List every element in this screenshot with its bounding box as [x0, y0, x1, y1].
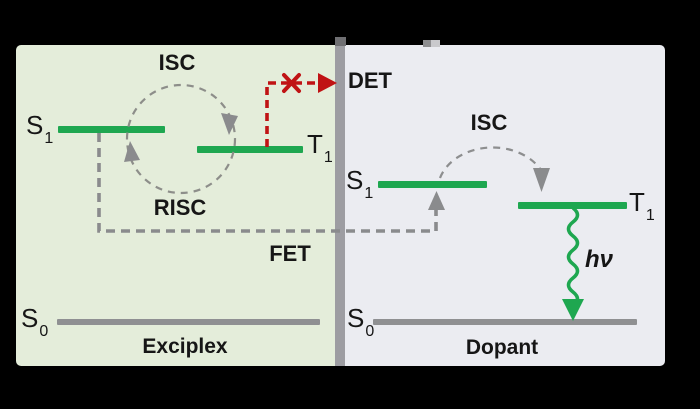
- isc-label-dopant: ISC: [470, 110, 508, 135]
- det-cross-icon: [282, 73, 301, 93]
- exciplex-s1-base: S: [26, 110, 44, 140]
- panel-divider: [335, 45, 345, 366]
- fet-arrowhead-icon: [428, 191, 445, 210]
- dopant-s0-level: [373, 319, 637, 325]
- dopant-t1-level: [518, 202, 627, 209]
- exciplex-s0-sub: 0: [39, 323, 49, 341]
- top-edge-artifact-light: [431, 40, 440, 47]
- exciplex-t1-sub: 1: [323, 149, 333, 167]
- dopant-isc-arrowhead-icon: [533, 168, 550, 192]
- exciplex-t1-base: T: [307, 129, 323, 159]
- photon-arrowhead-icon: [562, 299, 584, 321]
- dopant-s1-base: S: [346, 165, 364, 195]
- fet-label: FET: [269, 241, 311, 266]
- dopant-t1-base: T: [629, 187, 645, 217]
- dopant-s1-sub: 1: [364, 185, 374, 203]
- det-label: DET: [348, 68, 392, 93]
- isc-cycle-arrowhead-icon: [221, 113, 238, 135]
- dopant-t1-label: T1: [629, 187, 655, 225]
- photon-emission-label: hν: [585, 246, 614, 273]
- exciplex-caption: Exciplex: [142, 335, 228, 358]
- det-arrowhead-icon: [318, 73, 337, 93]
- dopant-s0-base: S: [347, 303, 365, 333]
- dopant-s0-sub: 0: [365, 323, 375, 341]
- exciplex-t1-level: [197, 146, 303, 153]
- dopant-s1-label: S1: [346, 165, 374, 203]
- dopant-isc-arc: [438, 146, 542, 179]
- exciplex-t1-label: T1: [307, 129, 333, 167]
- risc-cycle-arrowhead-icon: [124, 141, 140, 162]
- det-blocked-arrow: [265, 81, 318, 147]
- risc-label: RISC: [153, 195, 207, 220]
- photon-emission-wavy-arrow: [566, 206, 580, 308]
- dopant-s1-level: [378, 181, 487, 188]
- exciplex-s0-label: S0: [21, 303, 49, 341]
- exciplex-panel: [16, 45, 335, 366]
- dopant-s0-label: S0: [347, 303, 375, 341]
- exciplex-s1-sub: 1: [44, 130, 54, 148]
- dopant-caption: Dopant: [465, 336, 539, 359]
- exciplex-s1-level: [58, 126, 165, 133]
- isc-risc-cycle-circle: [125, 83, 237, 195]
- exciplex-s0-level: [57, 319, 320, 325]
- exciplex-s1-label: S1: [26, 110, 54, 148]
- exciplex-s0-base: S: [21, 303, 39, 333]
- isc-label-exciplex: ISC: [158, 50, 196, 75]
- dopant-t1-sub: 1: [645, 207, 655, 225]
- panel-divider-cap: [335, 37, 346, 46]
- top-edge-artifact-dark: [423, 40, 431, 47]
- fet-transfer-arrow: [97, 133, 438, 233]
